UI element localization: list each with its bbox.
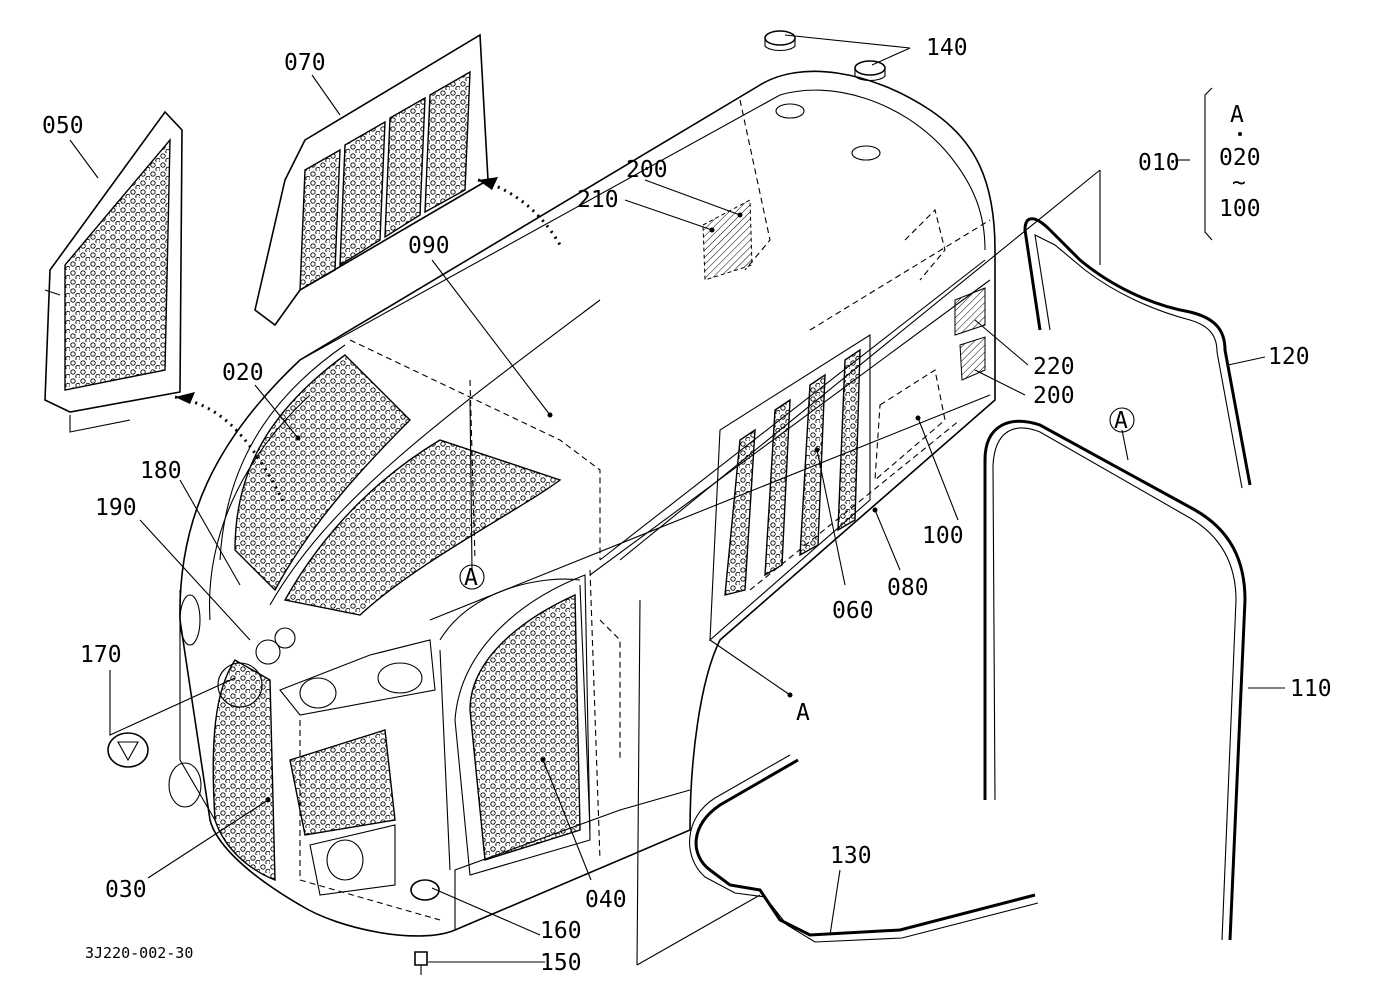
- callout-190: 190: [95, 495, 137, 521]
- panel-070: [254, 33, 489, 327]
- callout-030: 030: [105, 877, 147, 903]
- callout-120: 120: [1268, 344, 1310, 370]
- callout-020: 020: [222, 360, 264, 386]
- front-grille: [168, 590, 396, 882]
- bracket-top: A: [1230, 102, 1244, 128]
- assembly-bracket: A 020 ~ 100: [1204, 87, 1261, 241]
- small-parts: [107, 627, 440, 975]
- circle-a-2: A: [1114, 408, 1128, 434]
- circle-a-1: A: [464, 565, 478, 591]
- callout-070: 070: [284, 50, 326, 76]
- callout-160: 160: [540, 918, 582, 944]
- callout-210: 210: [577, 187, 619, 213]
- bracket-bottom: 100: [1219, 196, 1261, 222]
- callout-080: 080: [887, 575, 929, 601]
- callout-220: 220: [1033, 354, 1075, 380]
- callout-060: 060: [832, 598, 874, 624]
- reference-marks: A A A: [459, 407, 1135, 726]
- callout-050: 050: [42, 113, 84, 139]
- drawing-number: 3J220-002-30: [85, 944, 193, 962]
- hood-body: [179, 70, 996, 937]
- callout-200-top: 200: [626, 157, 668, 183]
- leader-lines: [69, 34, 1285, 966]
- callout-180: 180: [140, 458, 182, 484]
- side-louvers: [709, 334, 871, 642]
- assembly-arrows: [174, 177, 562, 506]
- callout-010: 010: [1138, 150, 1180, 176]
- callout-130: 130: [830, 843, 872, 869]
- panel-050: [44, 110, 183, 433]
- seal-120: [1023, 217, 1252, 489]
- callout-170: 170: [80, 642, 122, 668]
- pads: [702, 199, 986, 381]
- bracket-tilde: ~: [1232, 170, 1246, 196]
- plugs-140: [764, 30, 886, 82]
- callout-110: 110: [1290, 676, 1332, 702]
- callout-140: 140: [926, 35, 968, 61]
- callout-150: 150: [540, 950, 582, 976]
- upper-mesh-panel: [219, 299, 601, 616]
- side-mesh-panel: [454, 574, 591, 876]
- callout-100: 100: [922, 523, 964, 549]
- callout-200-side: 200: [1033, 383, 1075, 409]
- point-a: A: [796, 700, 810, 726]
- callout-040: 040: [585, 887, 627, 913]
- callout-labels: 010 020 030 040 050 060 070 080 090 100 …: [42, 35, 1332, 976]
- leader-dots: [265, 212, 921, 803]
- callout-090: 090: [408, 233, 450, 259]
- seal-130: [689, 754, 1039, 943]
- bracket-middle: 020: [1219, 145, 1261, 171]
- headlights: [217, 639, 436, 896]
- seal-110: [983, 419, 1247, 941]
